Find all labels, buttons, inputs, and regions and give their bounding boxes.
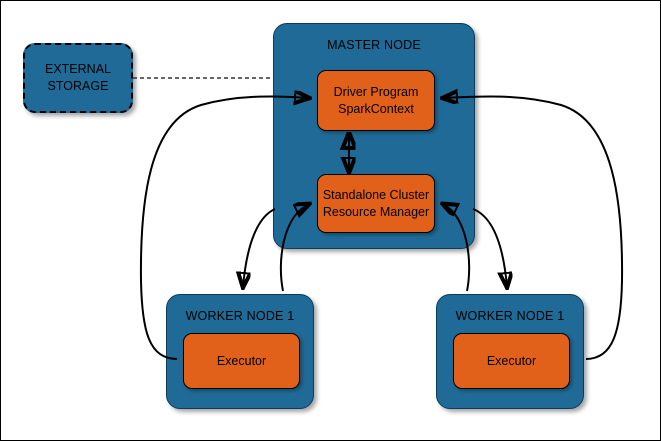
executor-left-label: Executor bbox=[216, 353, 267, 368]
external-storage-label-line1: EXTERNAL bbox=[45, 62, 111, 76]
executor-box-left[interactable]: Executor bbox=[183, 333, 300, 389]
cluster-manager-label-line1: Standalone Cluster bbox=[322, 187, 430, 202]
edge-cluster-manager-to-left-worker bbox=[243, 208, 276, 287]
driver-program-label-line1: Driver Program bbox=[333, 84, 419, 99]
master-node-title: MASTER NODE bbox=[327, 38, 421, 52]
driver-program-box[interactable]: Driver Program SparkContext bbox=[317, 70, 435, 131]
executor-box-right[interactable]: Executor bbox=[453, 333, 570, 389]
external-storage-label: EXTERNAL STORAGE bbox=[25, 45, 131, 111]
worker-node-left-title: WORKER NODE 1 bbox=[185, 309, 295, 323]
cluster-manager-label-line2: Resource Manager bbox=[322, 204, 430, 219]
cluster-manager-box[interactable]: Standalone Cluster Resource Manager bbox=[317, 174, 435, 233]
edge-cluster-manager-to-right-worker bbox=[472, 208, 507, 287]
worker-node-right-title: WORKER NODE 1 bbox=[455, 309, 565, 323]
executor-right-label: Executor bbox=[486, 353, 537, 368]
external-storage-label-line2: STORAGE bbox=[47, 79, 109, 93]
driver-program-label-line2: SparkContext bbox=[338, 101, 414, 116]
external-storage-node[interactable]: EXTERNAL STORAGE bbox=[23, 43, 133, 113]
